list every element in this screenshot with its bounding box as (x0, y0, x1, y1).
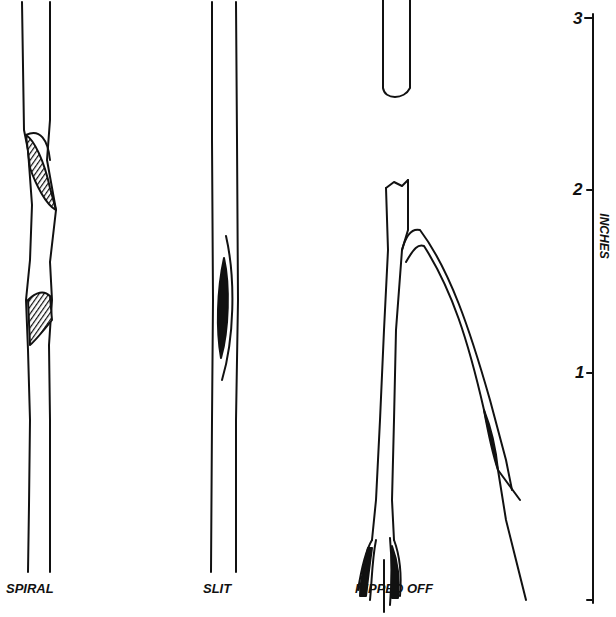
slit-twig-right (236, 2, 238, 572)
scale-number: 1 (575, 364, 584, 381)
slit-twig-left (211, 2, 213, 572)
spiral-twig-right (47, 2, 56, 572)
nipped-branch-top (402, 230, 512, 490)
nipped-top-piece (383, 0, 410, 97)
nipped-branch-dark (484, 410, 498, 470)
nipped-bud-scales (358, 538, 401, 612)
nipped-stem-right (392, 180, 408, 540)
damage-label: SLIT (203, 582, 231, 595)
damage-label: SPIRAL (6, 582, 54, 595)
scale-bar (592, 14, 594, 603)
nipped-branch-tip (498, 470, 526, 600)
slit-outline (222, 236, 232, 380)
scale-ticks (585, 18, 593, 600)
nipped-branch-bottom (406, 246, 520, 500)
damage-label: NIPPED OFF (355, 582, 433, 595)
spiral-gnaw-1-edge (26, 133, 50, 160)
nipped-stem-left (372, 188, 388, 540)
spiral-twig-left (22, 2, 32, 572)
scale-number: 2 (573, 181, 582, 198)
spiral-gnaw-2 (28, 293, 52, 345)
scale-number: 3 (573, 10, 582, 27)
slit-wound (218, 258, 228, 358)
spiral-gnaw-1 (26, 135, 56, 210)
scale-unit: INCHES (598, 213, 610, 258)
nipped-stem-cut (386, 180, 408, 188)
